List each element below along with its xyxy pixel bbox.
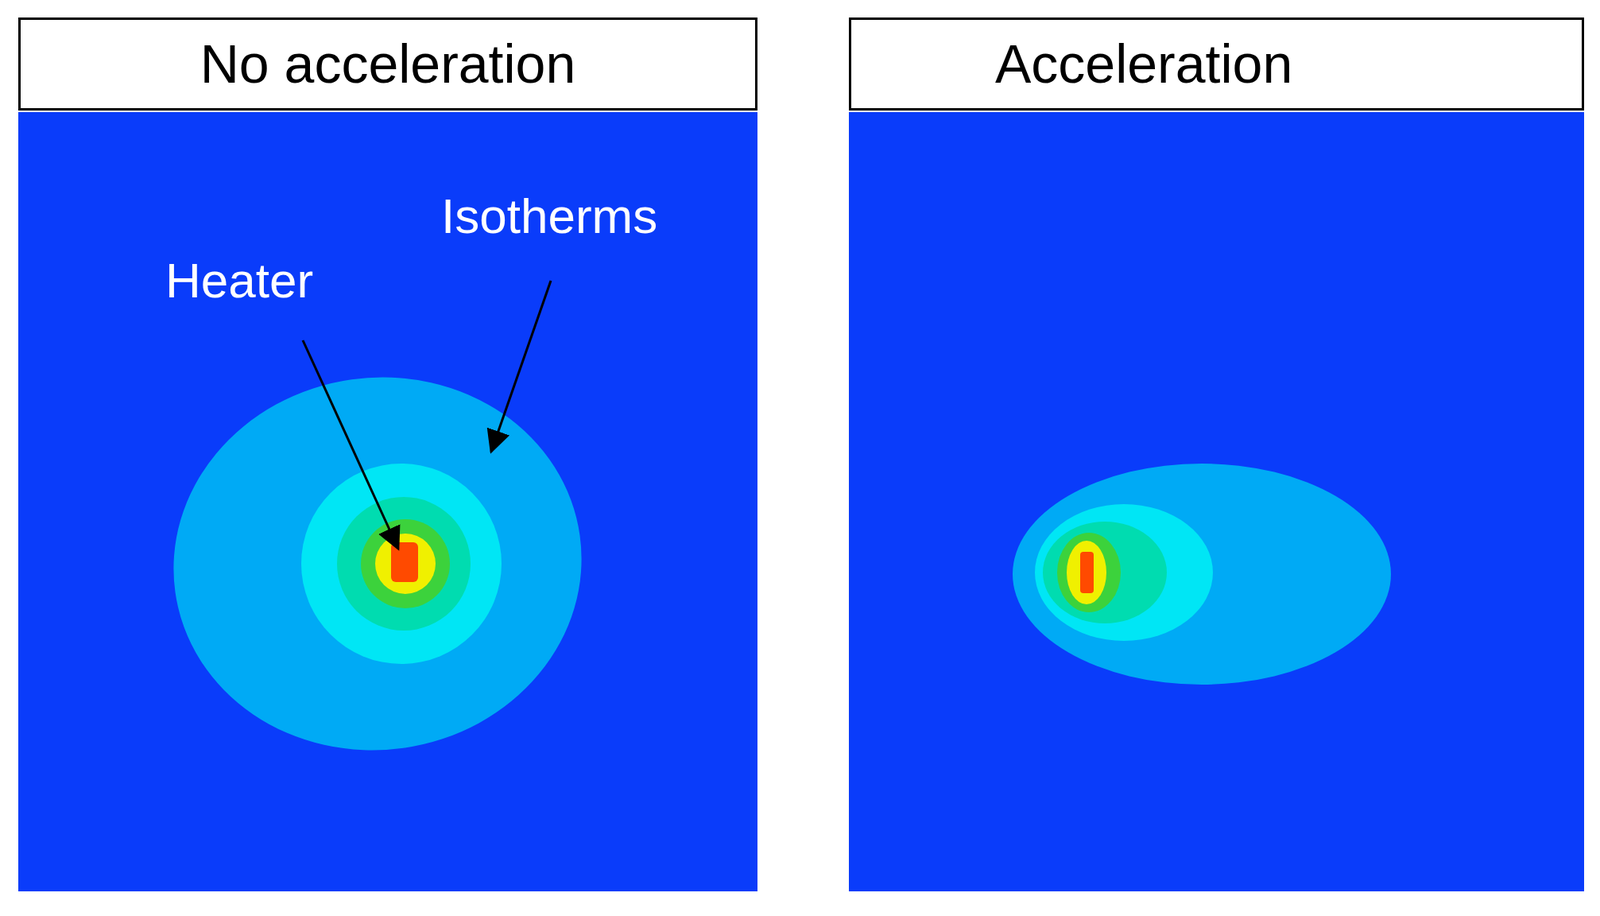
panel-header: Acceleration — [848, 17, 1585, 111]
isotherm-outer — [1012, 463, 1391, 685]
heater — [391, 542, 419, 582]
isotherm — [1057, 532, 1121, 613]
annotation-label: Isotherms — [441, 189, 658, 244]
panel-header: No acceleration — [18, 17, 758, 111]
leader-line — [302, 340, 399, 549]
isotherm — [375, 533, 436, 594]
isotherm — [1034, 503, 1213, 641]
isotherm — [1066, 540, 1107, 605]
panel-title: No acceleration — [200, 34, 576, 94]
field-background — [848, 112, 1585, 892]
isotherm — [301, 463, 502, 664]
isotherm — [1042, 521, 1167, 624]
isotherm-outer — [149, 351, 606, 777]
heater — [1080, 551, 1094, 593]
field-background — [18, 112, 758, 892]
annotation-label: Heater — [165, 253, 314, 308]
panel-title: Acceleration — [995, 34, 1293, 94]
leader-line — [491, 280, 551, 452]
isotherm — [337, 496, 471, 631]
isotherm — [360, 519, 450, 609]
